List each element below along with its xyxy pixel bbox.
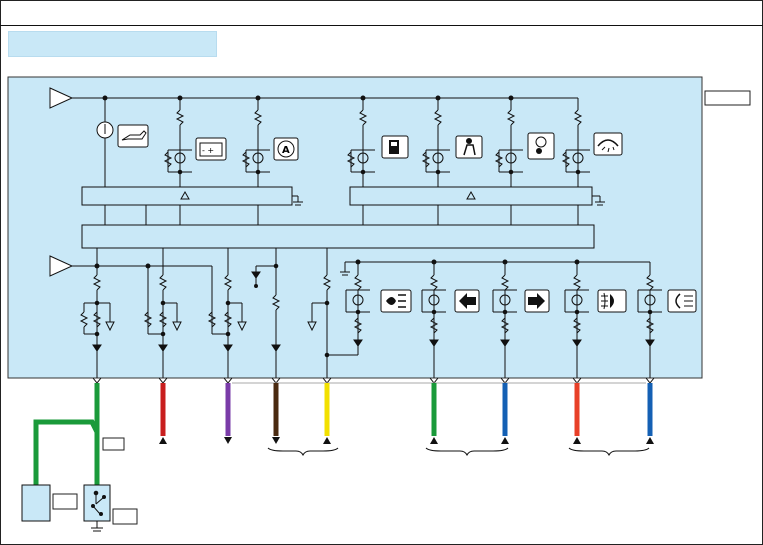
lower-col-2: [421, 262, 446, 378]
upper-module-right: [349, 186, 593, 206]
turn-left-icon: [454, 289, 480, 313]
connector-label-box: [102, 437, 125, 451]
wire-green-to-module: [33, 419, 100, 485]
external-module: [21, 484, 78, 522]
main-control-block: [81, 224, 595, 249]
auto-hold-icon: A: [273, 137, 299, 161]
upper-col-1: [163, 98, 192, 187]
upper-col-3: [346, 98, 375, 187]
power-input-triangle-upper: [49, 87, 74, 109]
upper-col-4: [421, 98, 450, 187]
rear-fog-icon: [667, 289, 697, 313]
connector-ref-box: [704, 90, 751, 106]
ground-symbol-2: [592, 195, 605, 206]
turn-right-icon: [524, 289, 550, 313]
lower-col-4: [564, 262, 589, 378]
ground-symbol-1: [292, 195, 303, 206]
lower-input-networks: [79, 263, 358, 378]
upper-module-left: [81, 186, 293, 206]
lower-indicator-columns: [345, 262, 662, 378]
upper-col-5: [494, 98, 523, 187]
external-switch: [83, 484, 138, 532]
module-links: [104, 205, 579, 225]
oil-pressure-sender: [96, 121, 114, 187]
lower-col-3: [492, 262, 517, 378]
lower-col-1: [345, 262, 370, 355]
fuel-icon: [381, 135, 409, 159]
seatbelt-icon: [455, 135, 483, 159]
washer-fluid-icon: [593, 132, 623, 156]
upper-indicator-columns: [163, 98, 590, 187]
title-bar: [0, 0, 763, 26]
wire-harness: [33, 377, 655, 485]
upper-col-2: [241, 98, 270, 187]
high-beam-icon: [380, 289, 412, 313]
svg-text:- +: - +: [202, 146, 214, 155]
oil-pressure-icon: [117, 124, 149, 148]
section-badge: [8, 31, 217, 57]
front-fog-icon: [597, 289, 627, 313]
power-input-triangle-lower: [49, 255, 74, 277]
lower-col-5: [637, 262, 662, 378]
battery-icon: - +: [195, 137, 227, 161]
svg-text:A: A: [282, 145, 290, 156]
airbag-icon: [527, 132, 555, 160]
upper-col-6: [561, 98, 590, 187]
